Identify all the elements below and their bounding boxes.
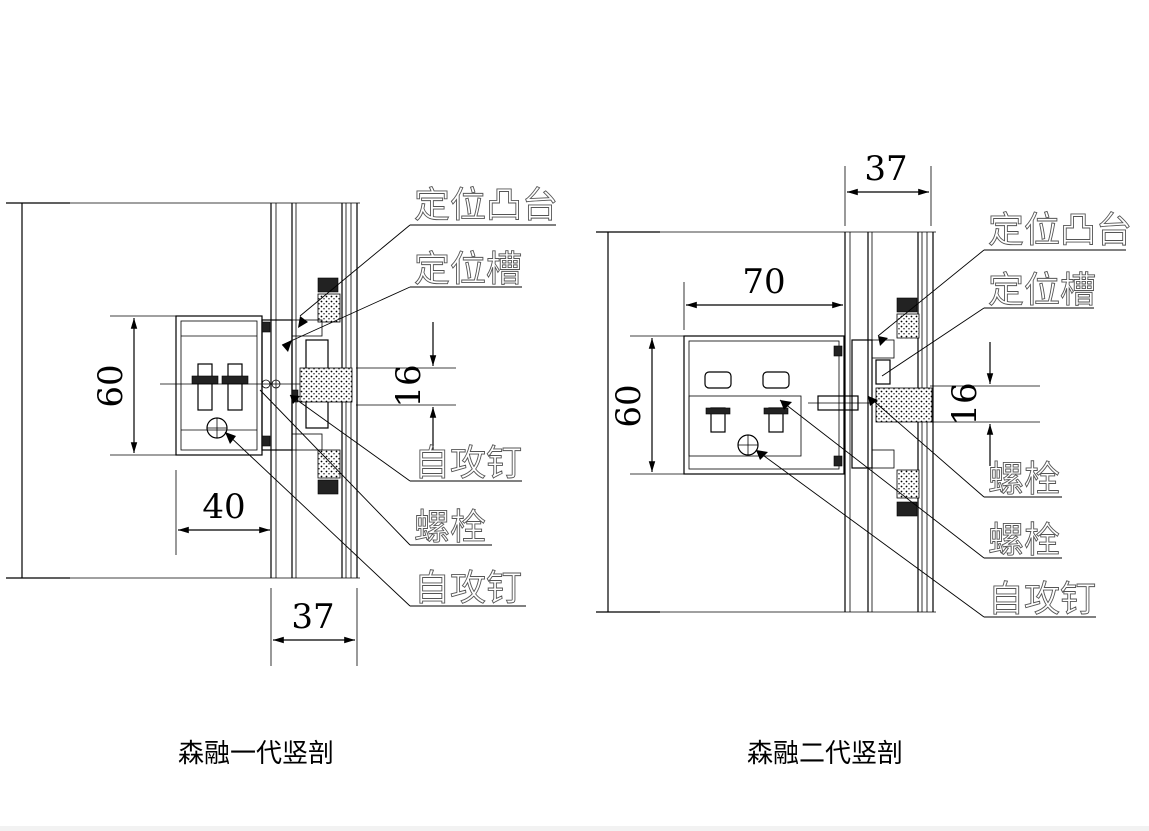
- right-dim-60: 60: [609, 335, 684, 475]
- left-dim-depth: 40: [202, 487, 245, 527]
- right-label-locating-boss: 定位凸台: [988, 210, 1132, 251]
- left-dim-40: 40: [175, 470, 270, 555]
- right-dim-gap: 16: [945, 382, 985, 425]
- left-dim-width: 37: [291, 597, 334, 637]
- right-mullion-profile: [683, 335, 895, 475]
- right-dim-height: 60: [609, 384, 649, 427]
- left-leaders: [224, 224, 556, 607]
- right-label-locating-slot: 定位槽: [988, 270, 1096, 311]
- right-dim-16: 16: [930, 342, 1040, 466]
- right-label-bolt-2: 螺栓: [988, 520, 1060, 561]
- left-label-tapping-screw-2: 自攻钉: [414, 568, 522, 609]
- right-fasteners: [704, 371, 870, 456]
- right-leaders: [755, 249, 1126, 618]
- left-mullion-profile: [175, 315, 353, 456]
- right-caption: 森融二代竖剖: [747, 739, 903, 769]
- right-dim-70: 70: [683, 262, 843, 330]
- right-label-tapping-screw: 自攻钉: [988, 579, 1096, 620]
- left-dim-60: 60: [91, 315, 176, 456]
- left-dim-gap: 16: [389, 364, 429, 407]
- right-dim-width: 37: [864, 149, 907, 189]
- left-dim-16: 16: [356, 322, 456, 450]
- left-label-tapping-screw-1: 自攻钉: [414, 443, 522, 484]
- left-label-locating-boss: 定位凸台: [414, 185, 558, 226]
- right-label-bolt-1: 螺栓: [988, 459, 1060, 500]
- right-dim-37: 37: [844, 149, 932, 226]
- left-dim-37: 37: [270, 588, 358, 666]
- bottom-bar: [0, 826, 1149, 831]
- left-label-locating-slot: 定位槽: [414, 249, 522, 290]
- right-section: 60 70 37 16: [596, 149, 1132, 769]
- left-section: 60 40 37 16: [6, 185, 558, 769]
- right-dim-depth: 70: [742, 262, 785, 302]
- left-dim-height: 60: [91, 364, 131, 407]
- left-label-bolt: 螺栓: [414, 507, 486, 548]
- left-caption: 森融一代竖剖: [178, 739, 334, 769]
- left-fasteners: [160, 363, 300, 439]
